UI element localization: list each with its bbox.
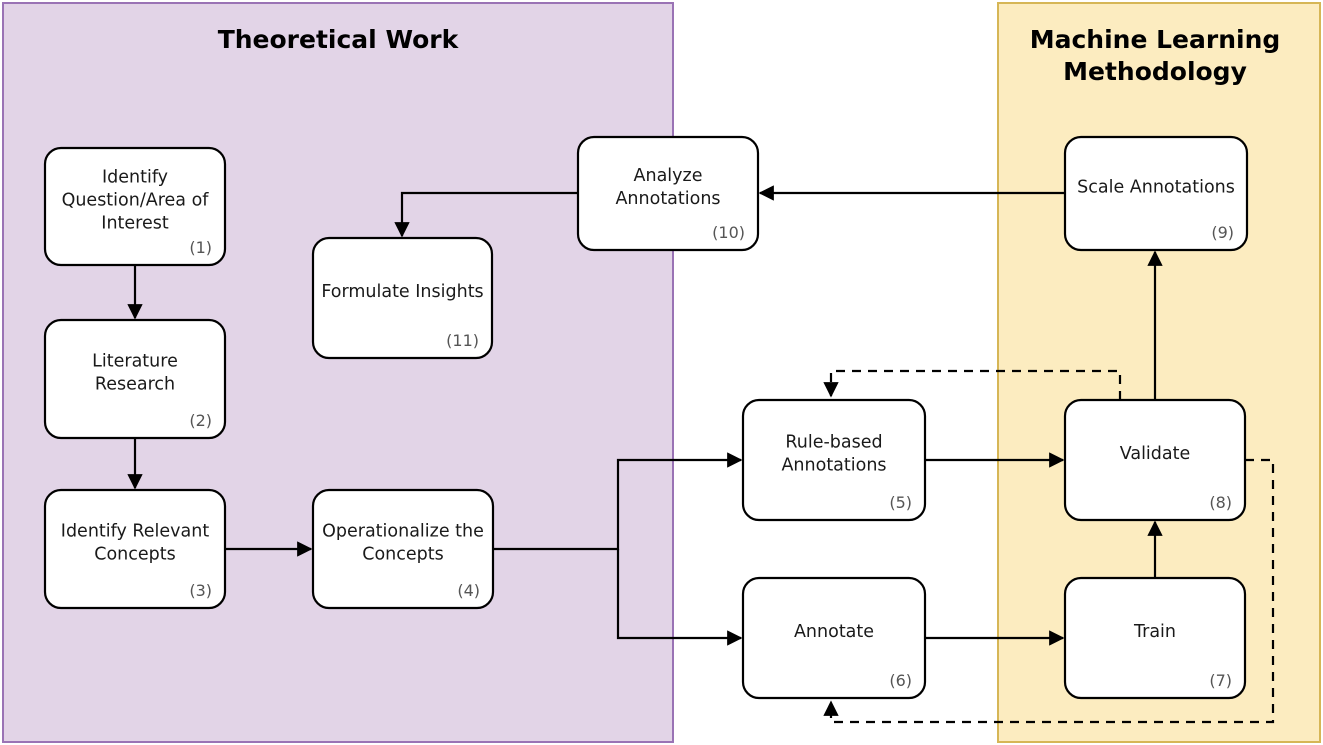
edge-e4-5 xyxy=(493,452,743,551)
node-number-n10: (10) xyxy=(712,223,745,242)
node-n6[interactable]: Annotate (6) xyxy=(741,576,927,700)
node-label-n7: Train xyxy=(1133,622,1176,642)
node-number-n2: (2) xyxy=(189,411,212,430)
node-label-n5: Annotations xyxy=(781,456,886,476)
node-number-n5: (5) xyxy=(889,493,912,512)
node-label-n6: Annotate xyxy=(794,622,874,642)
node-n11[interactable]: Formulate Insights (11) xyxy=(311,236,494,360)
node-label-n3: Identify Relevant xyxy=(61,522,210,542)
node-box-n1[interactable] xyxy=(43,146,227,267)
node-number-n3: (3) xyxy=(189,581,212,600)
node-number-n7: (7) xyxy=(1209,671,1232,690)
node-box-n8[interactable] xyxy=(1063,398,1247,522)
node-number-n4: (4) xyxy=(457,581,480,600)
node-box-n7[interactable] xyxy=(1063,576,1247,700)
panel-title-ml-line2: Methodology xyxy=(1063,57,1247,86)
node-box-n10[interactable] xyxy=(576,135,760,252)
node-label-n10: Analyze xyxy=(634,166,703,186)
node-box-n3[interactable] xyxy=(43,488,227,610)
edge-e10-11 xyxy=(394,191,578,238)
node-label-n1: Interest xyxy=(101,214,169,234)
node-number-n8: (8) xyxy=(1209,493,1232,512)
node-label-n10: Annotations xyxy=(615,189,720,209)
node-number-n11: (11) xyxy=(446,331,479,350)
node-label-n3: Concepts xyxy=(94,545,176,565)
node-n9[interactable]: Scale Annotations (9) xyxy=(1063,135,1249,252)
node-label-n4: Concepts xyxy=(362,545,444,565)
panel-title-theoretical: Theoretical Work xyxy=(218,25,460,54)
node-n7[interactable]: Train (7) xyxy=(1063,576,1247,700)
node-box-n9[interactable] xyxy=(1063,135,1249,252)
edge-e8-6-feedback xyxy=(823,458,1275,724)
node-box-n6[interactable] xyxy=(741,576,927,700)
node-box-n11[interactable] xyxy=(311,236,494,360)
node-label-n8: Validate xyxy=(1120,444,1191,464)
node-label-n9: Scale Annotations xyxy=(1077,178,1235,198)
node-label-n11: Formulate Insights xyxy=(321,282,483,302)
node-box-n4[interactable] xyxy=(311,488,495,610)
node-n8[interactable]: Validate (8) xyxy=(1063,398,1247,522)
node-label-n5: Rule-based xyxy=(785,433,882,453)
node-box-n2[interactable] xyxy=(43,318,227,440)
panel-title-ml: Machine Learning xyxy=(1030,25,1281,54)
node-box-n5[interactable] xyxy=(741,398,927,522)
edge-e4-6 xyxy=(616,549,743,646)
node-label-n1: Question/Area of xyxy=(62,191,210,211)
node-label-n1: Identify xyxy=(102,168,168,188)
node-label-n2: Research xyxy=(95,375,175,395)
node-number-n6: (6) xyxy=(889,671,912,690)
edges-layer xyxy=(127,185,1275,724)
node-number-n1: (1) xyxy=(189,238,212,257)
node-number-n9: (9) xyxy=(1211,223,1234,242)
node-label-n2: Literature xyxy=(92,352,178,372)
node-label-n4: Operationalize the xyxy=(322,522,484,542)
